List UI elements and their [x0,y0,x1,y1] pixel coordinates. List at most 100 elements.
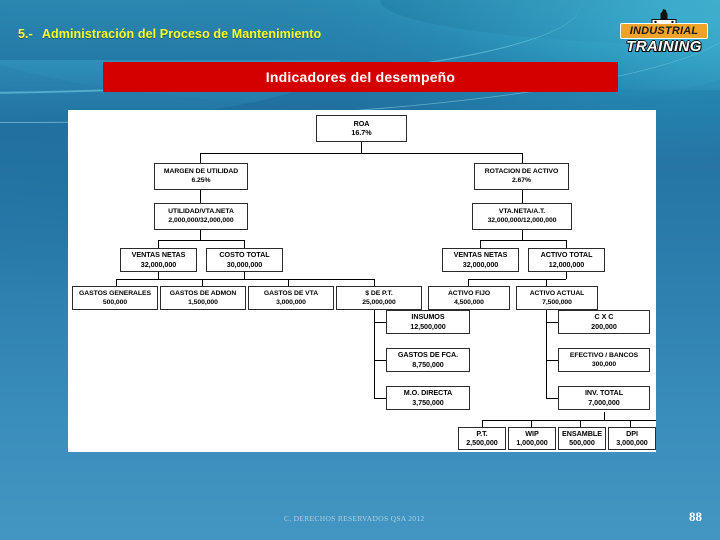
connector [531,420,533,427]
connector [158,271,160,279]
connector [480,240,566,242]
node-activo-total: ACTIVO TOTAL 12,000,000 [528,248,605,272]
connector [200,190,202,203]
connector [374,398,386,400]
background-swoosh-1 [0,0,720,110]
node-insumos: INSUMOS 12,500,000 [386,310,470,334]
node-value: 7,000,000 [588,397,620,407]
node-value: 4,500,000 [454,298,484,306]
node-title: ROTACION DE ACTIVO [484,168,559,176]
node-title: GASTOS DE ADMON [169,289,237,297]
connector [546,398,558,400]
node-title: DPI [626,428,638,438]
node-title: INV. TOTAL [584,388,624,398]
connector [374,322,386,324]
connector [361,142,363,154]
page-title-text: Administración del Proceso de Mantenimie… [41,27,322,41]
node-value: 200,000 [591,321,617,331]
node-dinero-de-pt: $ DE P.T. 25,000,000 [336,286,422,310]
node-value: 2.67% [511,177,532,185]
node-value: 1,000,000 [516,438,548,448]
node-value: 3,000,000 [616,438,648,448]
connector [522,153,524,163]
node-title: WIP [525,428,539,438]
node-rotacion-de-activo: ROTACION DE ACTIVO 2.67% [474,163,569,190]
connector [374,310,376,398]
connector [566,240,568,248]
connector [200,153,202,163]
page-title: 5.-Administración del Proceso de Manteni… [18,27,321,41]
connector [546,310,548,398]
connector [374,279,376,287]
node-value: 300,000 [591,360,617,368]
node-title: P.T. [476,428,488,438]
connector [288,279,290,287]
footer-copyright: C. DERECHOS RESERVADOS QSA 2012 [284,514,425,523]
node-title: ENSAMBLE [562,428,602,438]
node-title: GASTOS GENERALES [79,289,151,297]
connector [480,240,482,248]
node-dpi: DPI 3,000,000 [608,427,656,450]
node-value: 25,000,000 [362,298,396,306]
node-value: 32,000,000/12,000,000 [487,217,557,225]
connector [202,279,204,287]
node-inv-total: INV. TOTAL 7,000,000 [558,386,650,410]
node-value: 8,750,000 [412,359,444,369]
section-banner-text: Indicadores del desempeño [265,69,456,85]
node-value: 3,000,000 [276,298,306,306]
connector [244,271,246,279]
node-title: ACTIVO TOTAL [540,250,593,260]
logo-word-industrial: INDUSTRIAL [620,23,708,39]
connector [158,240,244,242]
node-value: 32,000,000 [462,259,499,269]
node-value: 12,000,000 [548,259,585,269]
node-ventas-netas-left: VENTAS NETAS 32,000,000 [120,248,197,272]
node-value: 32,000,000 [140,259,177,269]
node-title: VENTAS NETAS [453,250,508,260]
dupont-tree-diagram: ROA 16.7% MARGEN DE UTILIDAD 6.25% ROTAC… [68,110,656,452]
connector [116,279,118,287]
node-title: INSUMOS [411,312,445,322]
node-wip: WIP 1,000,000 [508,427,556,450]
node-gastos-generales: GASTOS GENERALES 500,000 [72,286,158,310]
node-title: ACTIVO FIJO [447,289,491,297]
node-value: 2,000,000/32,000,000 [168,217,234,225]
connector [566,271,568,279]
node-value: 6.25% [191,177,211,185]
node-title: M.O. DIRECTA [403,388,453,398]
node-title: GASTOS DE VTA [263,289,319,297]
connector [604,412,606,420]
connector [200,230,202,240]
connector [482,420,484,427]
node-mo-directa: M.O. DIRECTA 3,750,000 [386,386,470,410]
node-margen-de-utilidad: MARGEN DE UTILIDAD 6.25% [154,163,248,190]
node-title: MARGEN DE UTILIDAD [163,168,239,176]
connector [158,240,160,248]
node-cxc: C X C 200,000 [558,310,650,334]
connector [244,279,288,281]
node-value: 2,500,000 [466,438,498,448]
connector [522,190,524,203]
node-title: EFECTIVO / BANCOS [569,351,639,359]
node-value: 12,500,000 [410,321,446,331]
node-ventas-netas-right: VENTAS NETAS 32,000,000 [442,248,519,272]
node-value: 500,000 [569,438,595,448]
node-roa: ROA 16.7% [316,115,407,142]
node-gastos-de-vta: GASTOS DE VTA 3,000,000 [248,286,334,310]
node-title: VTA.NETA/A.T. [498,208,546,216]
connector [468,279,470,287]
section-banner: Indicadores del desempeño [103,62,618,92]
connector [522,230,524,240]
connector [244,240,246,248]
node-value: 16.7% [351,128,372,138]
node-gastos-de-admon: GASTOS DE ADMON 1,500,000 [160,286,246,310]
node-activo-fijo: ACTIVO FIJO 4,500,000 [428,286,510,310]
node-value: 3,750,000 [412,397,444,407]
connector [116,279,244,281]
node-pt: P.T. 2,500,000 [458,427,506,450]
node-title: C X C [594,312,614,322]
node-value: 500,000 [102,298,128,306]
logo-word-training: TRAINING [626,38,702,55]
industrial-training-logo: INDUSTRIAL TRAINING [616,9,712,61]
